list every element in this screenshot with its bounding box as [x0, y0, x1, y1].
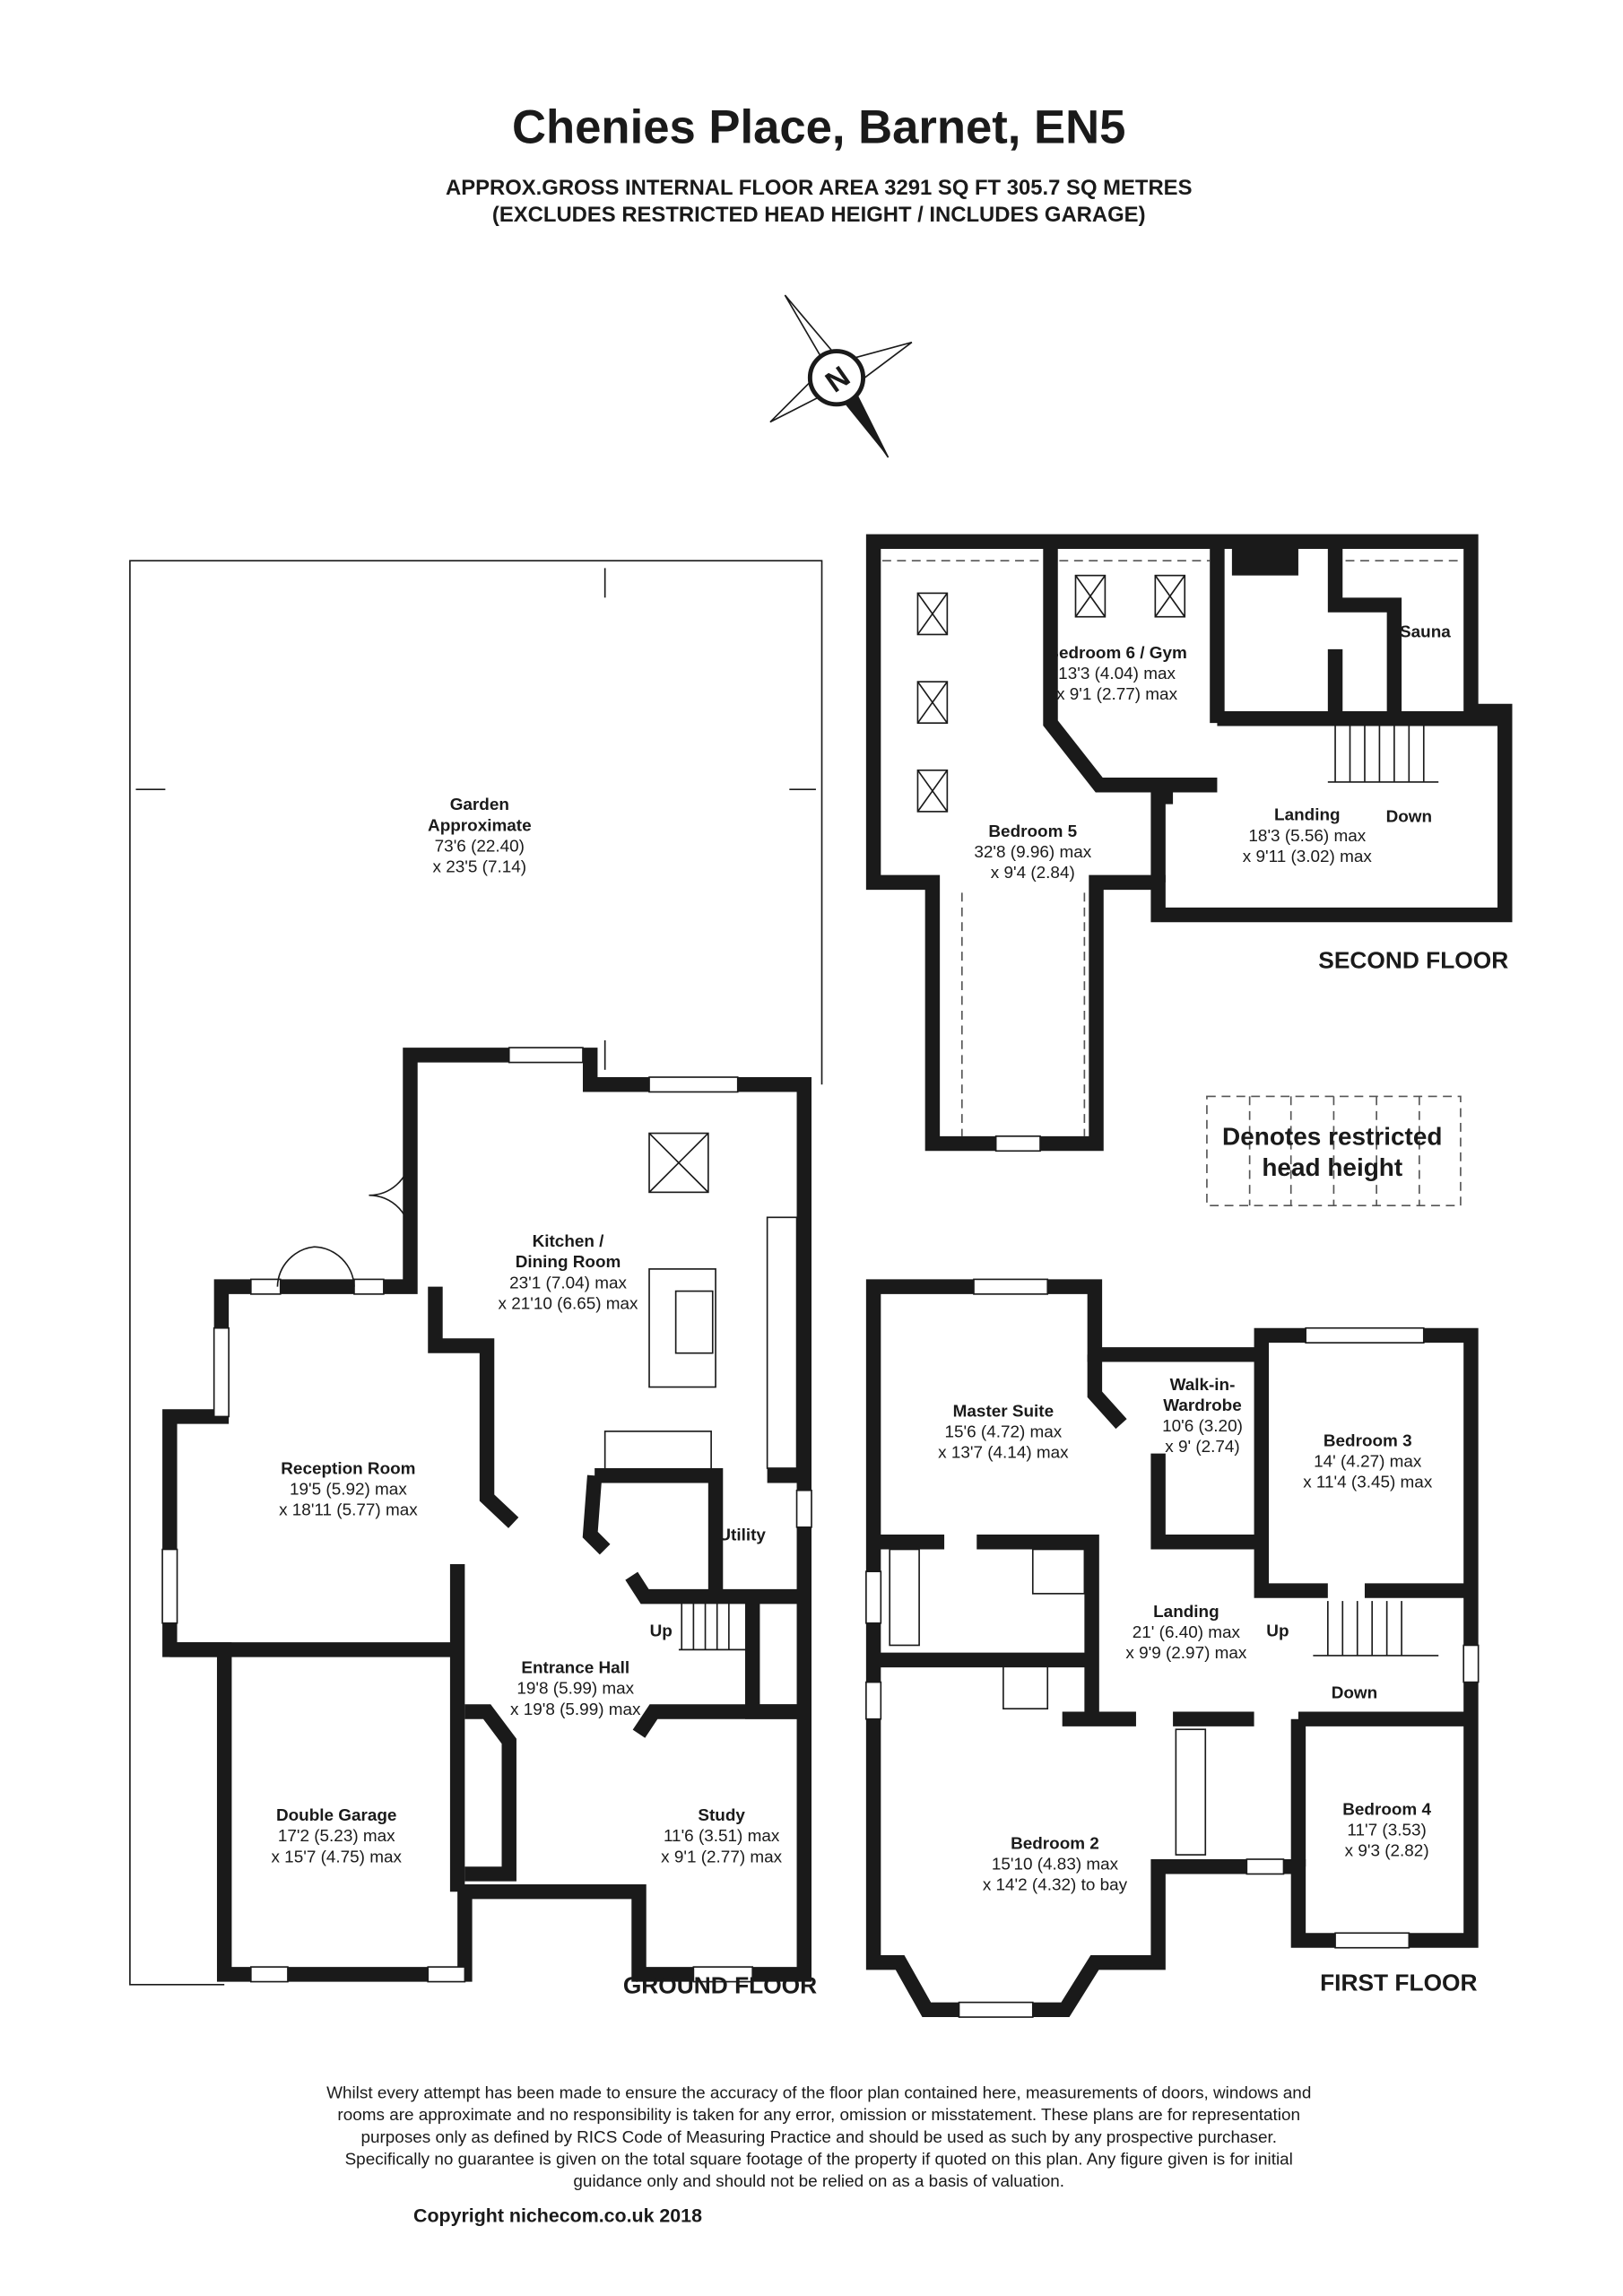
up-label: Up	[650, 1622, 673, 1641]
ground-floor-label: GROUND FLOOR	[623, 1972, 817, 1999]
first-down-label: Down	[1332, 1684, 1377, 1703]
svg-text:Approximate: Approximate	[428, 816, 532, 835]
svg-text:Bedroom 6 / Gym: Bedroom 6 / Gym	[1046, 644, 1187, 663]
room-walk-in-wardrobe: Walk-in- Wardrobe 10'6 (3.20) x 9' (2.74…	[1162, 1376, 1243, 1457]
page-title: Chenies Place, Barnet, EN5	[512, 101, 1125, 154]
room-utility: Utility	[718, 1526, 766, 1545]
copyright: Copyright nichecom.co.uk 2018	[413, 2205, 702, 2227]
svg-text:15'10 (4.83) max: 15'10 (4.83) max	[992, 1856, 1119, 1874]
room-entrance-hall: Entrance Hall 19'8 (5.99) max x 19'8 (5.…	[510, 1659, 641, 1719]
svg-text:Study: Study	[698, 1806, 745, 1825]
svg-text:x 23'5 (7.14): x 23'5 (7.14)	[433, 857, 527, 876]
svg-text:x 13'7 (4.14) max: x 13'7 (4.14) max	[938, 1444, 1069, 1463]
svg-text:Master Suite: Master Suite	[953, 1402, 1054, 1421]
svg-text:x 21'10 (6.65) max: x 21'10 (6.65) max	[499, 1294, 639, 1313]
svg-text:15'6 (4.72) max: 15'6 (4.72) max	[944, 1422, 1062, 1441]
svg-text:x 9'3 (2.82): x 9'3 (2.82)	[1345, 1842, 1429, 1861]
note-line: (EXCLUDES RESTRICTED HEAD HEIGHT / INCLU…	[492, 203, 1146, 227]
svg-text:11'6 (3.51) max: 11'6 (3.51) max	[664, 1827, 780, 1846]
ground-floor-walls	[161, 1047, 812, 1983]
first-floor-walls	[865, 1278, 1480, 2018]
svg-text:x 18'11 (5.77) max: x 18'11 (5.77) max	[279, 1501, 418, 1520]
second-floor-stairs	[1327, 726, 1439, 783]
svg-text:13'3 (4.04) max: 13'3 (4.04) max	[1058, 665, 1176, 683]
svg-text:Dining Room: Dining Room	[516, 1253, 621, 1272]
room-study: Study 11'6 (3.51) max x 9'1 (2.77) max	[661, 1806, 783, 1866]
room-sauna: Sauna	[1400, 623, 1451, 642]
garden-outline	[129, 560, 823, 1986]
room-garden: Garden Approximate 73'6 (22.40) x 23'5 (…	[428, 796, 532, 876]
svg-text:Walk-in-: Walk-in-	[1170, 1376, 1236, 1395]
room-second-landing: Landing 18'3 (5.56) max x 9'11 (3.02) ma…	[1243, 806, 1373, 866]
svg-text:21' (6.40) max: 21' (6.40) max	[1133, 1623, 1241, 1642]
svg-text:73'6 (22.40): 73'6 (22.40)	[435, 837, 525, 856]
svg-text:Bedroom 4: Bedroom 4	[1342, 1801, 1431, 1820]
room-bedroom-3: Bedroom 3 14' (4.27) max x 11'4 (3.45) m…	[1303, 1431, 1433, 1492]
svg-text:14' (4.27) max: 14' (4.27) max	[1314, 1452, 1422, 1471]
room-kitchen: Kitchen / Dining Room 23'1 (7.04) max x …	[499, 1232, 639, 1313]
disclaimer: Whilst every attempt has been made to en…	[326, 2084, 1311, 2192]
compass-icon: N	[769, 294, 913, 458]
svg-text:Specifically no guarantee is g: Specifically no guarantee is given on th…	[345, 2151, 1293, 2170]
svg-text:Bedroom 5: Bedroom 5	[988, 822, 1077, 841]
area-line: APPROX.GROSS INTERNAL FLOOR AREA 3291 SQ…	[446, 176, 1192, 200]
room-bedroom-2: Bedroom 2 15'10 (4.83) max x 14'2 (4.32)…	[983, 1834, 1128, 1894]
first-floor-label: FIRST FLOOR	[1320, 1969, 1477, 1996]
restricted-height-key: Denotes restricted head height	[1206, 1095, 1462, 1206]
svg-text:x 11'4 (3.45) max: x 11'4 (3.45) max	[1303, 1473, 1433, 1492]
second-floor-walls	[865, 534, 1513, 1152]
room-double-garage: Double Garage 17'2 (5.23) max x 15'7 (4.…	[271, 1806, 402, 1866]
down-label: Down	[1386, 807, 1432, 826]
room-bedroom-4: Bedroom 4 11'7 (3.53) x 9'3 (2.82)	[1342, 1801, 1431, 1861]
svg-text:Wardrobe: Wardrobe	[1163, 1396, 1242, 1415]
svg-text:guidance only and should not b: guidance only and should not be relied o…	[573, 2172, 1064, 2191]
svg-text:Bedroom 2: Bedroom 2	[1011, 1834, 1099, 1853]
room-bedroom-5: Bedroom 5 32'8 (9.96) max x 9'4 (2.84)	[974, 822, 1091, 883]
svg-text:18'3 (5.56) max: 18'3 (5.56) max	[1248, 827, 1366, 846]
svg-text:Denotes restricted: Denotes restricted	[1222, 1123, 1442, 1151]
svg-text:19'5 (5.92) max: 19'5 (5.92) max	[290, 1481, 407, 1500]
svg-text:11'7 (3.53): 11'7 (3.53)	[1347, 1822, 1426, 1840]
svg-text:x 9'4 (2.84): x 9'4 (2.84)	[991, 864, 1075, 883]
svg-text:x 9'1 (2.77) max: x 9'1 (2.77) max	[661, 1848, 783, 1866]
svg-text:x 9'1 (2.77) max: x 9'1 (2.77) max	[1056, 685, 1178, 704]
svg-text:23'1 (7.04) max: 23'1 (7.04) max	[509, 1274, 627, 1292]
room-bedroom-6-gym: Bedroom 6 / Gym 13'3 (4.04) max x 9'1 (2…	[1046, 644, 1187, 704]
svg-text:x 9'11 (3.02) max: x 9'11 (3.02) max	[1243, 848, 1373, 866]
first-up-label: Up	[1266, 1622, 1289, 1641]
svg-text:32'8 (9.96) max: 32'8 (9.96) max	[974, 843, 1091, 862]
svg-text:x 15'7 (4.75) max: x 15'7 (4.75) max	[271, 1848, 402, 1866]
svg-text:rooms are approximate and no r: rooms are approximate and no responsibil…	[337, 2106, 1300, 2125]
svg-text:Landing: Landing	[1153, 1603, 1219, 1622]
room-first-landing: Landing 21' (6.40) max x 9'9 (2.97) max	[1125, 1603, 1247, 1663]
svg-text:Double Garage: Double Garage	[276, 1806, 396, 1825]
svg-text:Garden: Garden	[450, 796, 509, 814]
ground-stairs	[678, 1601, 753, 1651]
svg-text:Reception Room: Reception Room	[281, 1460, 415, 1479]
svg-text:x 9' (2.74): x 9' (2.74)	[1165, 1438, 1239, 1457]
svg-text:head height: head height	[1262, 1153, 1402, 1181]
svg-text:10'6 (3.20): 10'6 (3.20)	[1162, 1417, 1243, 1436]
svg-text:x 9'9 (2.97) max: x 9'9 (2.97) max	[1125, 1644, 1247, 1663]
svg-text:x 14'2 (4.32) to bay: x 14'2 (4.32) to bay	[983, 1876, 1128, 1895]
svg-text:Landing: Landing	[1274, 806, 1341, 825]
first-floor-stairs	[1313, 1601, 1439, 1657]
svg-text:Whilst every attempt has been: Whilst every attempt has been made to en…	[326, 2084, 1311, 2103]
room-master-suite: Master Suite 15'6 (4.72) max x 13'7 (4.1…	[938, 1402, 1069, 1462]
svg-text:purposes only as defined by RI: purposes only as defined by RICS Code of…	[360, 2128, 1277, 2147]
svg-text:Bedroom 3: Bedroom 3	[1324, 1431, 1412, 1450]
room-reception: Reception Room 19'5 (5.92) max x 18'11 (…	[279, 1460, 418, 1520]
svg-text:Entrance Hall: Entrance Hall	[521, 1659, 629, 1678]
svg-text:19'8 (5.99) max: 19'8 (5.99) max	[516, 1680, 634, 1699]
svg-text:Kitchen /: Kitchen /	[533, 1232, 605, 1251]
svg-text:17'2 (5.23) max: 17'2 (5.23) max	[278, 1827, 395, 1846]
second-floor-label: SECOND FLOOR	[1318, 946, 1508, 973]
svg-text:x 19'8 (5.99) max: x 19'8 (5.99) max	[510, 1700, 641, 1719]
